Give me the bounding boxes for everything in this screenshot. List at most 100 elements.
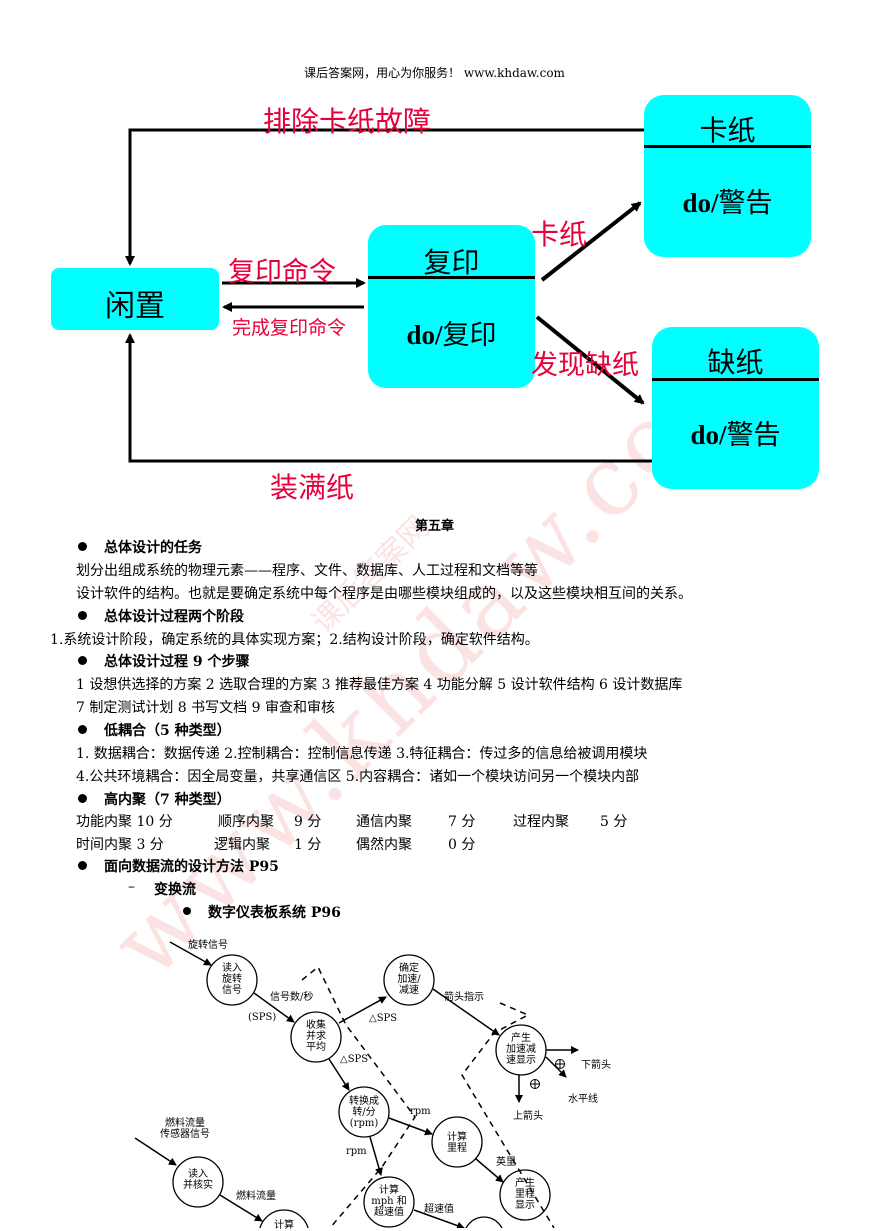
bullet-icon: [78, 542, 87, 551]
state-out-action-prefix: do/: [690, 420, 727, 450]
edge-fill-paper: [125, 333, 655, 463]
label-clear-jam: 排除卡纸故障: [263, 105, 432, 138]
bullet-icon: [78, 656, 87, 665]
dfd-label: 上箭头: [513, 1111, 543, 1122]
cohesion-cell: 7 分: [448, 814, 476, 830]
bubble-calc-mileage: [431, 1116, 483, 1168]
flow: [169, 941, 212, 966]
flow: [475, 1158, 504, 1183]
dfd-label: 水平线: [568, 1094, 598, 1105]
dfd-label: 箭头指示: [444, 992, 484, 1003]
section-title: 总体设计过程两个阶段: [104, 609, 244, 625]
state-jam-action-text: 警告: [718, 188, 773, 219]
dfd-bubble-label: 计算 里程: [447, 1132, 467, 1154]
bubble-read-verify: [172, 1156, 224, 1208]
flow: [338, 996, 387, 1024]
dfd-label: 下箭头: [581, 1060, 611, 1071]
subsubsection-title: 数字仪表板系统 P96: [208, 905, 341, 921]
subsection-title: 变换流: [154, 882, 196, 898]
label-fill-paper: 装满纸: [270, 471, 355, 504]
cohesion-cell: 顺序内聚: [218, 814, 274, 830]
bubble-produce-mileage: [499, 1169, 551, 1221]
dfd-label: rpm: [346, 1146, 367, 1157]
bubble-read: [206, 954, 258, 1006]
section-title: 面向数据流的设计方法 P95: [104, 859, 279, 875]
boundary-efferent: [461, 1002, 555, 1228]
cohesion-cell: 通信内聚: [356, 814, 412, 830]
state-copy-divider: [368, 276, 535, 279]
bubble-convert: [338, 1086, 390, 1138]
flow: [369, 1136, 383, 1176]
dfd-label: (SPS): [248, 1012, 277, 1023]
cohesion-cell: 逻辑内聚: [214, 837, 270, 853]
cohesion-cell: 9 分: [294, 814, 322, 830]
dfd-bubble-label: 确定 加速/ 减速: [397, 963, 421, 996]
cohesion-cell: 时间内聚 3 分: [76, 837, 164, 853]
body-line: 4.公共环境耦合：因全局变量，共享通信区 5.内容耦合：诸如一个模块访问另一个模…: [76, 769, 640, 785]
section-title: 高内聚（7 种类型）: [104, 792, 231, 808]
body-line: 划分出组成系统的物理元素——程序、文件、数据库、人工过程和文档等等: [76, 563, 538, 579]
state-jam-divider: [644, 145, 811, 148]
bullet-icon: [78, 725, 87, 734]
bullet-icon: [183, 907, 191, 915]
state-copy: 复印 do/复印: [368, 225, 535, 388]
dfd-lines: [134, 941, 579, 1228]
state-copy-action-prefix: do/: [406, 320, 443, 350]
body-line: 1. 数据耦合：数据传递 2.控制耦合：控制信息传递 3.特征耦合：传过多的信息…: [76, 746, 648, 762]
state-out-of-paper: 缺纸 do/警告: [652, 327, 819, 489]
bubble-partial: [465, 1216, 503, 1228]
label-jam: 卡纸: [531, 218, 588, 251]
state-jam-name: 卡纸: [699, 114, 756, 147]
dfd-label: 旋转信号: [188, 940, 228, 951]
bubble-calc-mph: [363, 1176, 415, 1228]
state-out-action: do/警告: [652, 413, 819, 452]
flow: [388, 1117, 433, 1136]
body-line: 设计软件的结构。也就是要确定系统中每个程序是由哪些模块组成的，以及这些模块相互间…: [76, 586, 692, 602]
flow: [134, 1137, 177, 1166]
cohesion-cell: 0 分: [448, 837, 476, 853]
state-out-name: 缺纸: [707, 346, 764, 379]
bullet-icon: [78, 794, 87, 803]
dfd-bubble-label: 读入 并核实: [183, 1169, 213, 1191]
state-copy-action: do/复印: [368, 313, 535, 352]
flow: [328, 1058, 350, 1091]
flow: [219, 1194, 263, 1222]
chapter-title: 第五章: [414, 519, 454, 534]
state-out-action-text: 警告: [726, 420, 781, 451]
cohesion-cell: 过程内聚: [513, 814, 569, 830]
cohesion-cell: 5 分: [600, 814, 628, 830]
dfd-bubble-label: 转换成 转/分 (rpm): [349, 1096, 379, 1129]
dfd-bubble-label: 计算: [274, 1220, 294, 1231]
body-line: 1 设想供选择的方案 2 选取合理的方案 3 推荐最佳方案 4 功能分解 5 设…: [76, 677, 683, 693]
flow: [432, 988, 500, 1036]
body-line: 7 制定测试计划 8 书写文档 9 审查和审核: [76, 700, 335, 716]
dfd-bubble-label: 计算 mph 和 超速值: [371, 1185, 407, 1218]
dfd-label: 信号数/秒: [270, 992, 314, 1003]
bubble-calc-partial: [259, 1209, 309, 1228]
label-copy-done: 完成复印命令: [232, 317, 347, 339]
dfd-bubble-label: 读入 旋转 信号: [222, 963, 242, 996]
state-out-divider: [652, 378, 819, 381]
label-out-of-paper: 发现缺纸: [531, 350, 639, 381]
dfd-label: △SPS: [369, 1013, 398, 1024]
dfd-label: 燃料流量: [236, 1191, 276, 1202]
state-jam-action: do/警告: [644, 181, 811, 220]
cohesion-cell: 功能内聚 10 分: [76, 814, 173, 830]
dfd-label: 燃料流量 传感器信号: [160, 1118, 210, 1140]
label-copy-command: 复印命令: [228, 257, 336, 288]
section-title: 总体设计过程 9 个步骤: [104, 654, 250, 670]
dfd-label: 英里: [496, 1157, 516, 1168]
state-idle-label: 闲置: [105, 289, 165, 324]
cohesion-cell: 偶然内聚: [356, 837, 412, 853]
dash-bullet: –: [128, 879, 135, 895]
bubble-collect: [290, 1011, 342, 1063]
bullet-icon: [78, 611, 87, 620]
state-copy-action-text: 复印: [442, 320, 497, 351]
state-idle: 闲置: [51, 268, 219, 330]
edge-clear-jam: [125, 128, 645, 266]
section-title: 总体设计的任务: [104, 540, 202, 556]
dfd-label: △SPS: [340, 1054, 369, 1065]
edge-jam: [540, 201, 642, 282]
cohesion-cell: 1 分: [294, 837, 322, 853]
section-title: 低耦合（5 种类型）: [104, 723, 231, 739]
